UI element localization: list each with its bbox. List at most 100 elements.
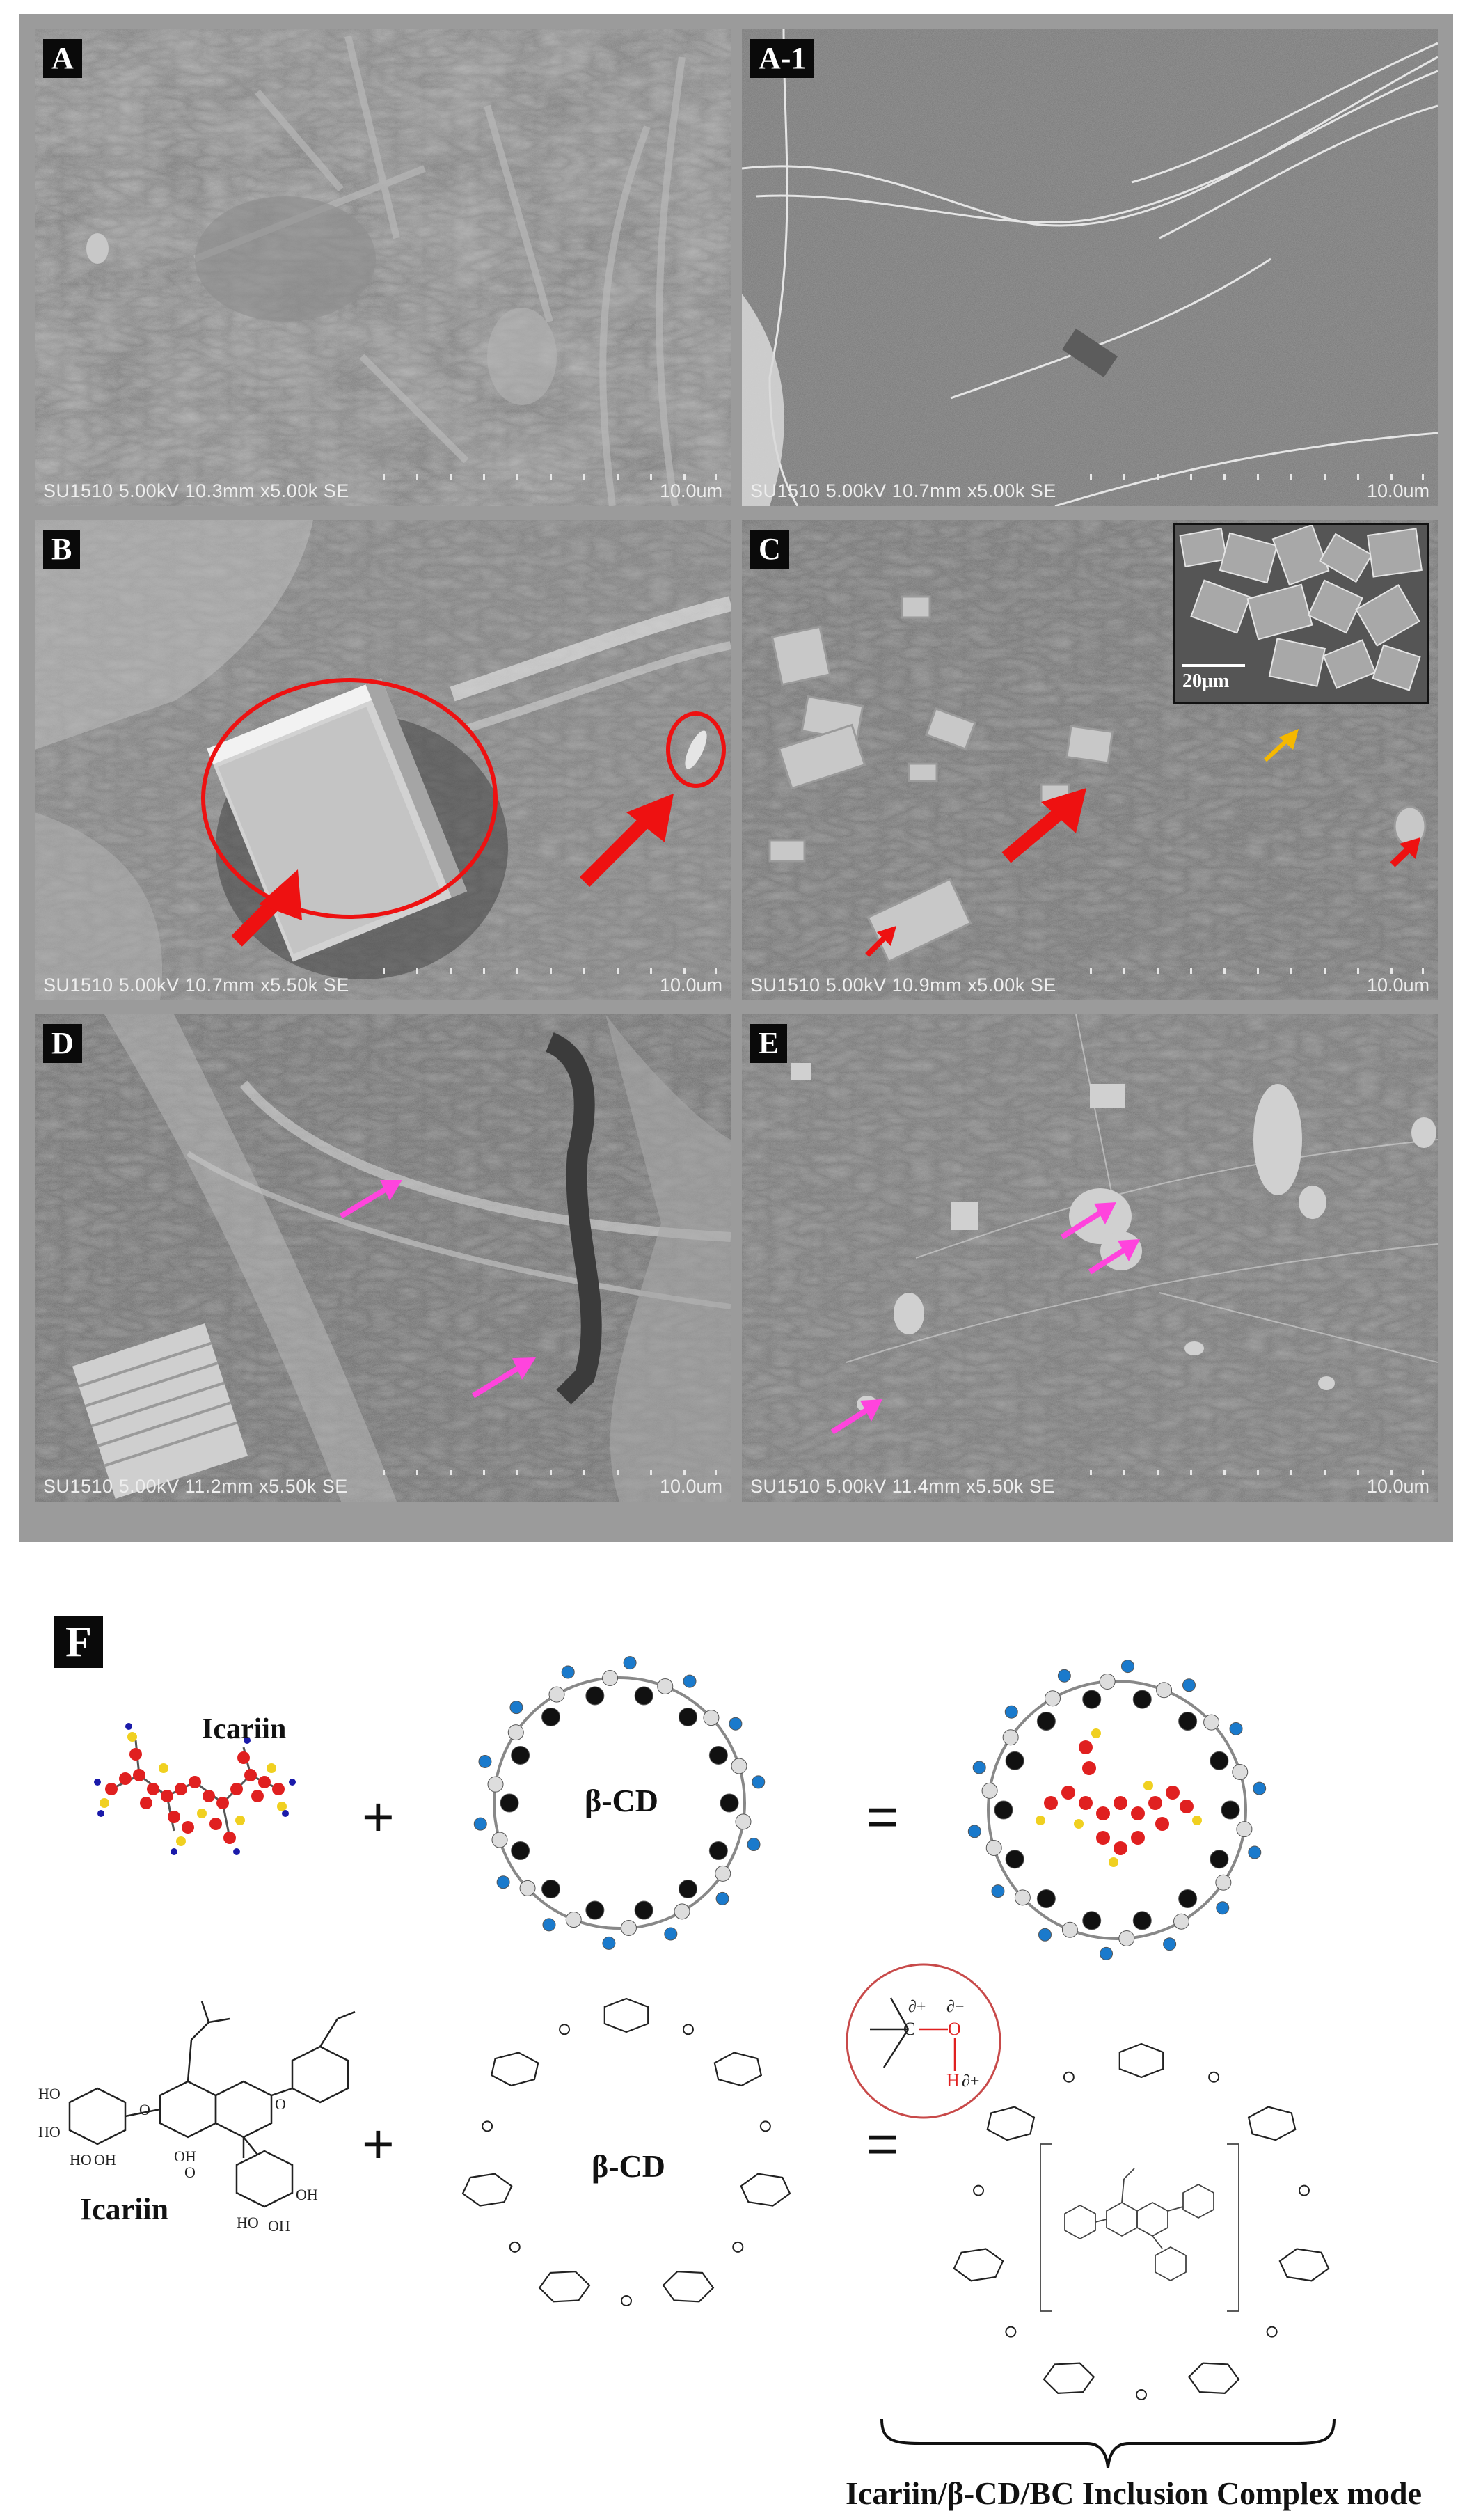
ring-atom <box>703 1710 720 1726</box>
icariin-3d-label: Icariin <box>202 1713 287 1745</box>
ring-atom <box>634 1900 653 1920</box>
delta-minus-o-text: ∂− <box>946 1998 964 2016</box>
svg-text:HO: HO <box>38 2123 61 2141</box>
scale-label-b: 10.0um <box>659 975 722 995</box>
ring-atom <box>585 1900 605 1920</box>
svg-text:O: O <box>275 2095 286 2113</box>
magenta-arrow-upper-head <box>380 1180 402 1201</box>
red-arrow-small <box>579 814 653 888</box>
sem-panel-b: B SU1510 5.00kV 10.7mm x5.50k SE 10.0um <box>35 520 731 1000</box>
ring-atom <box>496 1875 510 1889</box>
svg-text:O: O <box>139 2101 150 2118</box>
ring-atom <box>487 1776 504 1793</box>
ring-atom <box>731 1758 747 1774</box>
glucose-unit <box>603 1997 649 2033</box>
ring-atom <box>511 1841 530 1861</box>
beta-cd-3d-label: β-CD <box>585 1783 658 1818</box>
glycosidic-oxygen <box>759 2120 771 2132</box>
svg-text:HO: HO <box>237 2214 259 2231</box>
ring-atom <box>1253 1781 1267 1795</box>
svg-text:OH: OH <box>268 2217 290 2235</box>
ring-atom <box>708 1745 728 1765</box>
magnified-inset: 20μm <box>1173 523 1429 704</box>
sem-image-a1 <box>742 29 1438 506</box>
icariin-3d-model <box>94 1723 296 1855</box>
ring-atom <box>1036 1712 1056 1731</box>
sem-figure-frame: A SU1510 5.00kV 10.3mm x5.00k SE 10.0um <box>19 14 1453 1542</box>
ring-atom <box>1118 1930 1135 1946</box>
c-annotations <box>865 729 1420 957</box>
yellow-arrow-head <box>1279 729 1299 750</box>
ring-atom <box>715 1865 731 1882</box>
ring-atom <box>1216 1901 1230 1915</box>
ring-atom <box>674 1903 690 1920</box>
panel-label-e: E <box>750 1024 788 1063</box>
scale-label-d: 10.0um <box>659 1476 722 1497</box>
sem-caption-e: SU1510 5.00kV 11.4mm x5.50k SE <box>750 1476 1055 1497</box>
ring-atom <box>1082 1690 1102 1709</box>
sem-caption-b: SU1510 5.00kV 10.7mm x5.50k SE <box>43 975 349 995</box>
red-arrow-right <box>1390 846 1411 867</box>
ring-atom <box>1178 1889 1198 1908</box>
delta-plus-c-text: ∂+ <box>908 1998 926 2016</box>
partial-charge-diagram: ∂+ ∂− O C H ∂+ <box>846 1963 1001 2119</box>
glycosidic-oxygen <box>1298 2184 1310 2196</box>
ring-atom <box>1229 1722 1243 1735</box>
small-crystal-circle <box>666 711 726 788</box>
ring-atom <box>542 1918 556 1932</box>
ring-atom <box>1036 1889 1056 1908</box>
ring-atom <box>548 1686 565 1703</box>
ring-atom <box>1236 1821 1253 1838</box>
ring-atom <box>1132 1911 1152 1930</box>
red-arrow-right-head <box>1400 837 1420 859</box>
glycosidic-oxygen <box>1266 2326 1278 2338</box>
ring-atom <box>1182 1678 1196 1692</box>
glucose-unit <box>1187 2362 1240 2395</box>
panel-label-c: C <box>750 530 789 569</box>
ring-atom <box>679 1707 698 1726</box>
scale-label-a1: 10.0um <box>1366 480 1429 501</box>
ring-atom <box>1132 1690 1152 1709</box>
sem-panel-d: D SU1510 5.00kV 11.2mm x5.50k SE 10.0um <box>35 1014 731 1502</box>
red-arrow-small-head <box>626 794 674 842</box>
svg-text:OH: OH <box>174 2148 196 2165</box>
oxygen-text: O <box>948 2019 961 2039</box>
glucose-unit <box>1278 2248 1330 2282</box>
glycosidic-oxygen <box>682 2024 694 2035</box>
sem-panel-e: E SU1510 5.00kV 11.4mm x5.50k SE 10.0um <box>742 1014 1438 1502</box>
ring-atom <box>1002 1729 1019 1746</box>
ring-atom <box>565 1912 582 1928</box>
panel-label-a: A <box>43 39 82 78</box>
ring-atom <box>473 1817 487 1831</box>
scale-ticks <box>383 474 717 480</box>
ring-atom <box>981 1782 998 1799</box>
grouping-brace <box>880 2418 1336 2468</box>
panel-label-a1: A-1 <box>750 39 815 78</box>
ring-atom <box>994 1800 1013 1820</box>
scale-ticks <box>1090 474 1424 480</box>
ring-atom <box>1120 1660 1134 1674</box>
beta-cd-3d-model <box>473 1656 766 1950</box>
ring-atom <box>1099 1674 1116 1690</box>
magenta-arrow-upper <box>339 1184 392 1219</box>
panel-label-b: B <box>43 530 81 569</box>
ring-atom <box>634 1686 653 1706</box>
ring-atom <box>561 1665 575 1679</box>
panel-label-d: D <box>43 1024 82 1063</box>
magenta-arrow-2 <box>1088 1245 1130 1275</box>
red-arrow-center <box>1001 808 1063 863</box>
glycosidic-oxygen <box>1208 2071 1220 2083</box>
red-arrow-center-head <box>1041 788 1086 833</box>
ring-atom <box>1005 1850 1024 1869</box>
ring-atom <box>1215 1874 1232 1891</box>
sem-image-e <box>742 1014 1438 1502</box>
magenta-arrow-3 <box>830 1405 873 1435</box>
ring-atom <box>1061 1921 1078 1938</box>
svg-text:C: C <box>903 2019 915 2039</box>
ring-atom <box>972 1761 986 1774</box>
ring-atom <box>1248 1845 1262 1859</box>
red-arrow-crystal-head <box>259 869 302 920</box>
sem-image-a <box>35 29 731 506</box>
glycosidic-oxygen <box>559 2024 571 2035</box>
b-annotations <box>201 678 726 947</box>
